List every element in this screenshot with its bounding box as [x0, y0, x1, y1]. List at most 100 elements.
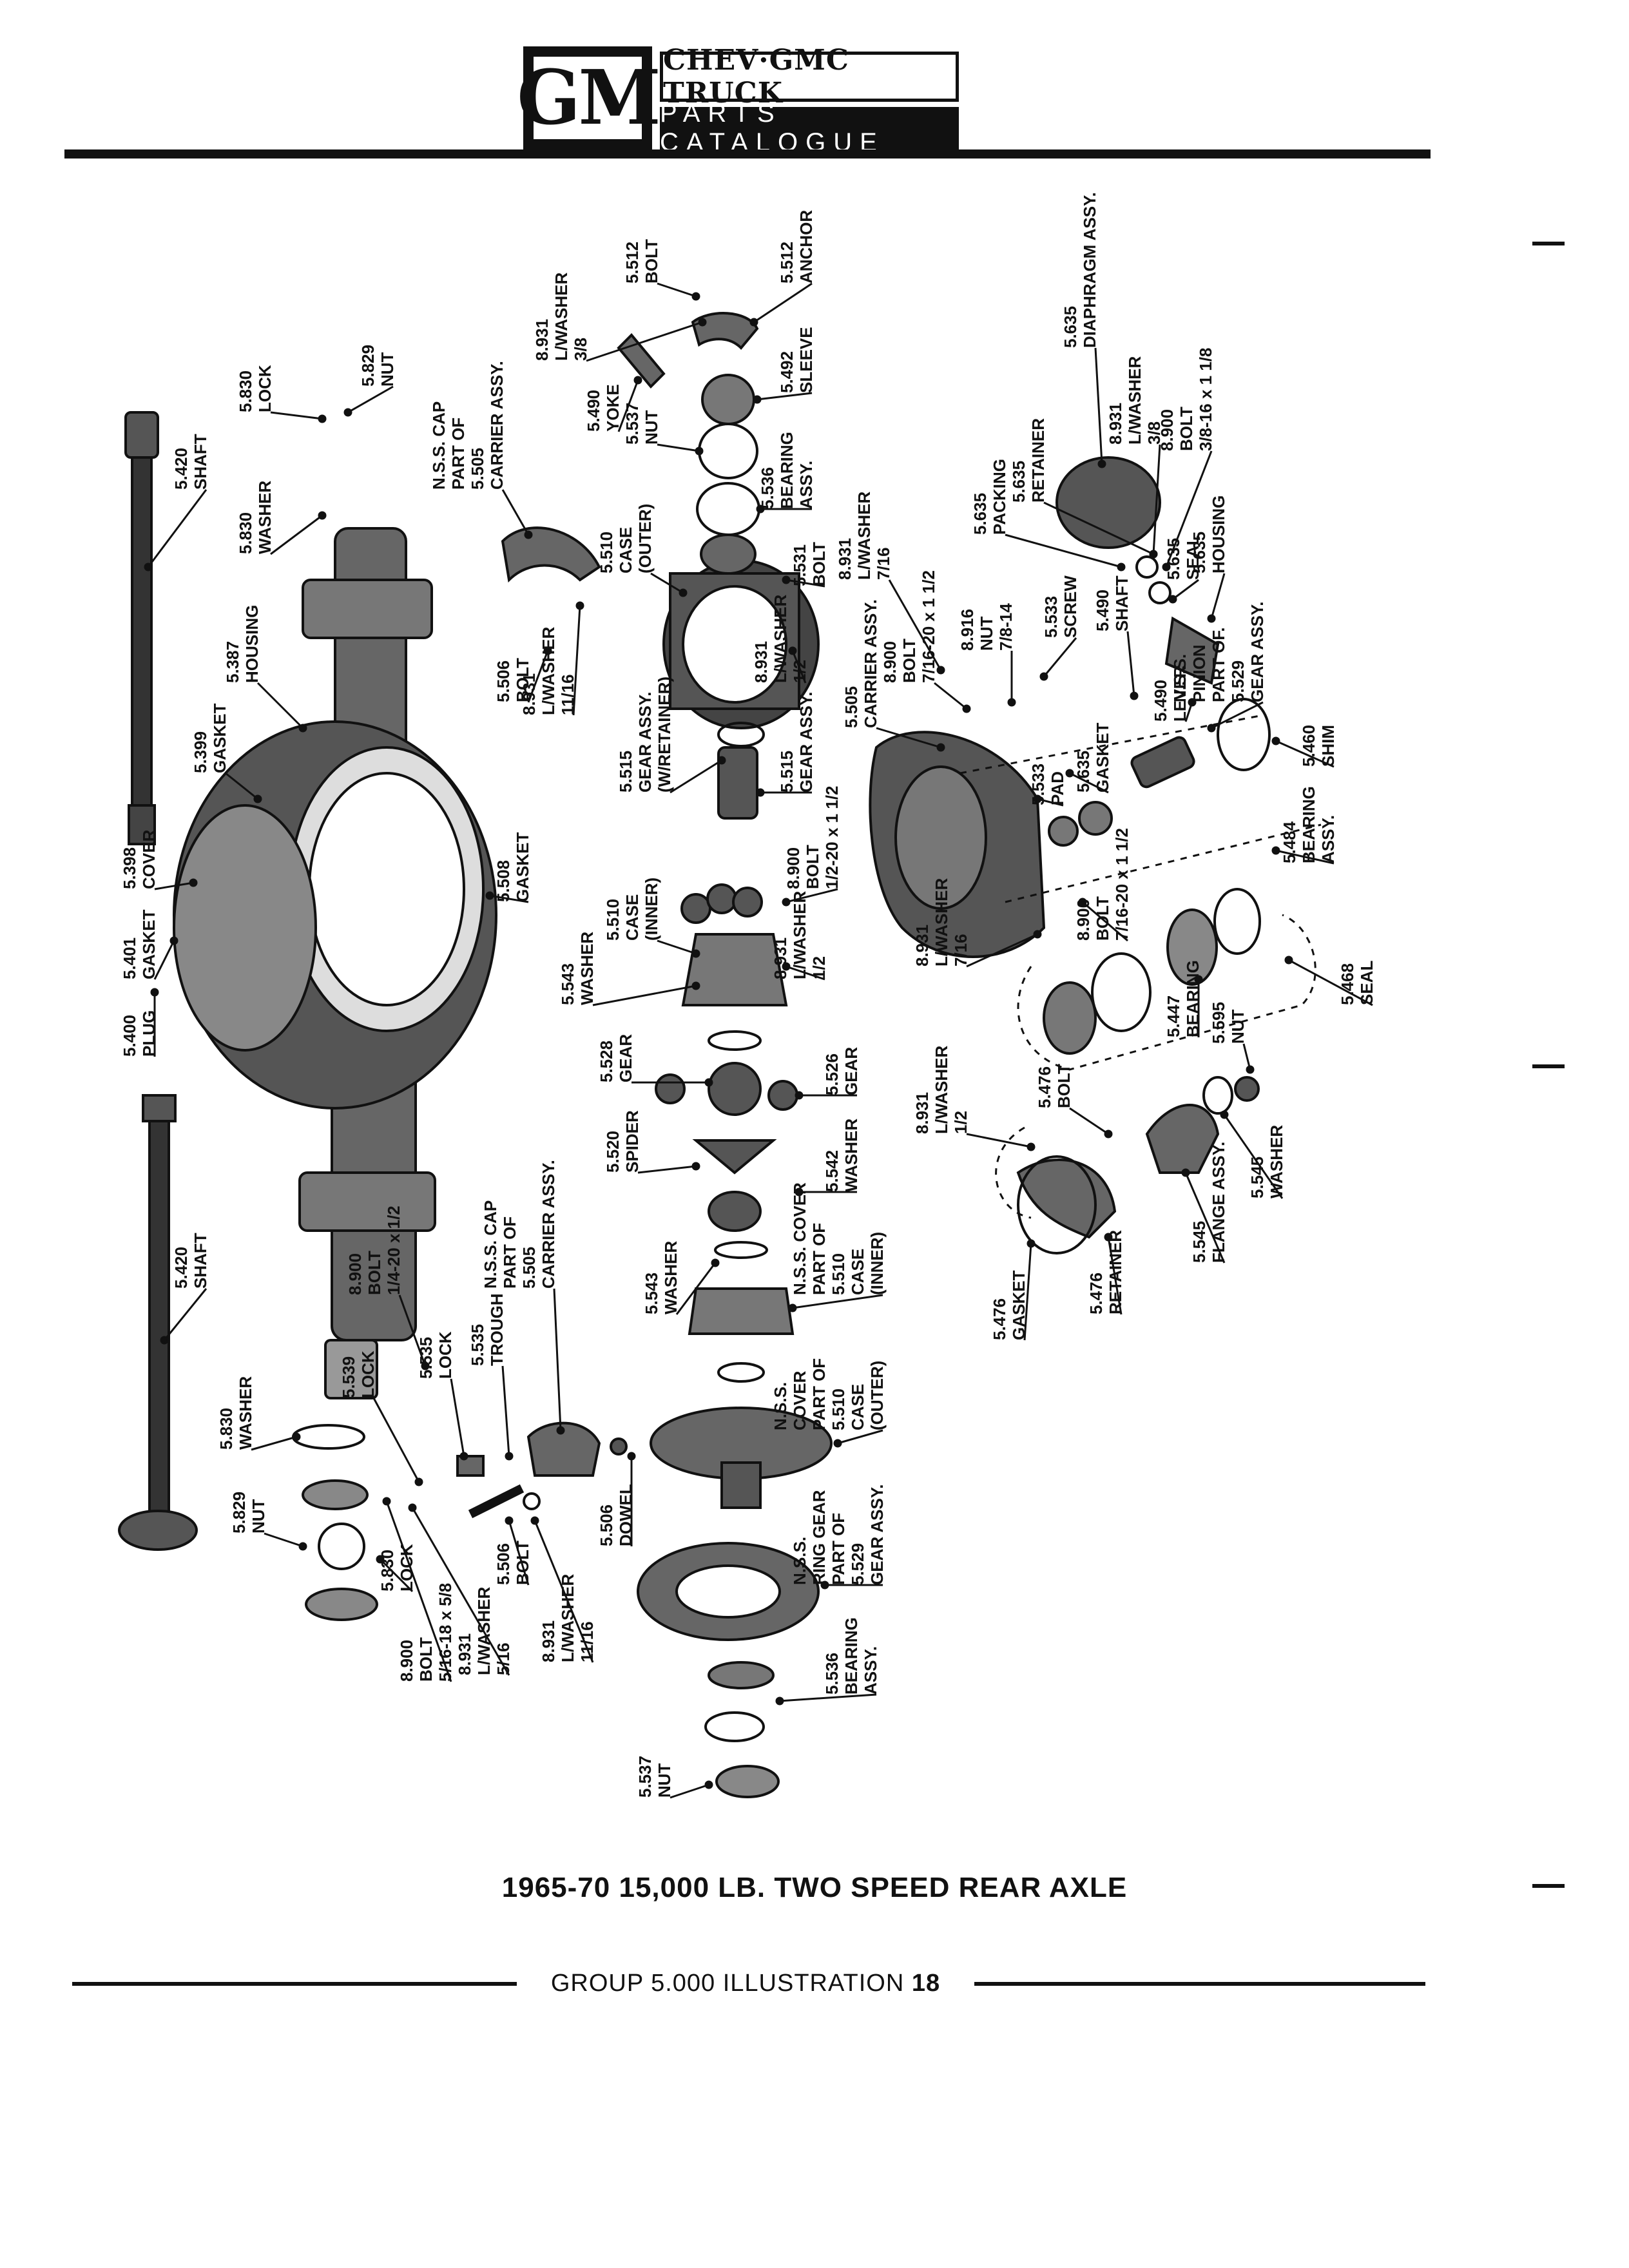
callout-label: 5.528GEAR: [597, 1034, 635, 1082]
callout-label: 8.931L/WASHER1/2: [912, 1046, 970, 1134]
callout-label-line: RETAINER: [1028, 418, 1048, 503]
leader-line: [450, 1378, 465, 1457]
header-title-top: CHEV·GMC TRUCK: [660, 44, 959, 110]
leader-line: [657, 443, 700, 452]
callout-label: 5.515GEAR ASSY.(W/RETAINER): [616, 677, 674, 793]
leader-line: [154, 881, 194, 890]
leader-arrowhead: [1194, 975, 1203, 984]
callout-label-line: 1/2-20 x 1 1/2: [822, 786, 842, 889]
leader-line: [1288, 959, 1373, 1006]
leader-line: [264, 1532, 304, 1548]
callout-label-line: 8.900: [1157, 409, 1177, 451]
leader-line: [1023, 1243, 1032, 1341]
callout-label: 5.476RETAINER: [1086, 1230, 1125, 1314]
leader-line: [1275, 849, 1335, 865]
callout-label-line: SHAFT: [191, 1233, 210, 1289]
callout-label: 8.931L/WASHER3/8: [532, 273, 590, 361]
callout-label-line: CARRIER ASSY.: [487, 361, 506, 490]
callout-label: 5.400PLUG: [120, 1010, 159, 1057]
leader-arrowhead: [749, 318, 758, 327]
callout-label-line: SHAFT: [191, 434, 210, 490]
leader-line: [1005, 533, 1122, 568]
leader-line: [270, 514, 323, 555]
callout-label-line: 5.536: [758, 467, 777, 509]
callout-label-line: 1/2: [809, 956, 829, 979]
callout-label-line: BOLT: [900, 639, 919, 683]
callout-label: 5.476BOLT: [1035, 1064, 1074, 1108]
leader-arrowhead: [833, 1439, 842, 1448]
callout-label: 5.484BEARINGASSY.: [1280, 786, 1338, 863]
callout-label-line: 5.476: [990, 1298, 1009, 1340]
leader-arrowhead: [1168, 595, 1177, 604]
edge-mark: [1532, 242, 1565, 245]
callout-label-line: RING GEAR: [809, 1490, 829, 1585]
callout-label-line: NUT: [378, 352, 397, 387]
leader-arrowhead: [1104, 1233, 1113, 1242]
callout-label: 8.931L/WASHER11/16: [539, 1574, 597, 1662]
leader-line: [163, 1288, 207, 1341]
callout-label-line: 5.533: [1041, 596, 1061, 638]
callout-label-line: 7/16-20 x 1 1/2: [1112, 828, 1132, 941]
leader-line: [675, 1262, 717, 1315]
leader-line: [1223, 1114, 1284, 1199]
shift-housing: [1164, 616, 1220, 685]
edge-mark: [1532, 1884, 1565, 1888]
callout-label-line: 11/16: [558, 674, 577, 715]
callout-label: 5.535TROUGH: [468, 1293, 506, 1366]
leader-arrowhead: [1181, 1168, 1190, 1177]
footer-rule-right: [974, 1982, 1425, 1986]
leader-arrowhead: [1207, 614, 1216, 623]
callout-label-line: 5.490: [584, 390, 603, 432]
callout-label-line: 8.931: [532, 319, 552, 361]
callout-label-line: (OUTER): [867, 1361, 887, 1430]
callout-label: 5.398COVER: [120, 829, 159, 889]
callout-label-line: GASKET: [139, 910, 159, 979]
callout-label-line: N.S.S. COVER: [790, 1182, 809, 1295]
callout-label-line: RETAINER: [1106, 1230, 1125, 1314]
callout-label-line: SEAL: [1183, 535, 1202, 580]
callout-label-line: BEARING: [842, 1617, 861, 1695]
leader-arrowhead: [530, 1516, 539, 1525]
callout-label: 8.931L/WASHER11/16: [519, 627, 577, 715]
leader-arrowhead: [753, 395, 762, 404]
leader-arrowhead: [414, 1477, 423, 1486]
shift-yoke: [617, 333, 666, 389]
callout-label-line: 8.931: [912, 925, 932, 966]
callout-label-line: LOCK: [436, 1331, 455, 1379]
leader-line: [888, 579, 942, 671]
leader-arrowhead: [376, 1555, 385, 1564]
callout-label-line: 8.931: [519, 673, 539, 715]
callout-label: 5.635PACKING: [970, 459, 1009, 535]
callout-label-line: 8.931: [455, 1633, 474, 1675]
callout-label-line: 5.537: [635, 1756, 655, 1798]
callout-label-line: WASHER: [577, 932, 597, 1005]
leader-arrowhead: [691, 292, 700, 301]
leader-line: [1165, 450, 1213, 568]
leader-arrowhead: [189, 878, 198, 887]
callout-label: 5.490SHAFT: [1093, 575, 1132, 631]
callout-label: 5.387HOUSING: [223, 605, 262, 683]
callout-label-line: 5.537: [622, 403, 642, 445]
edge-mark: [1532, 1064, 1565, 1068]
leader-line: [1152, 444, 1161, 555]
leader-line: [786, 888, 838, 903]
callout-label-line: GASKET: [210, 704, 229, 773]
leader-arrowhead: [1097, 459, 1106, 468]
callout-label-line: 5.539: [339, 1356, 358, 1398]
leader-arrowhead: [1117, 562, 1126, 572]
callout-label: 5.595NUT: [1209, 1002, 1248, 1044]
callout-label-line: CASE: [616, 527, 635, 573]
callout-label-line: PART OF: [809, 1223, 829, 1295]
leader-line: [534, 1520, 594, 1663]
leader-arrowhead: [160, 1336, 169, 1345]
leader-arrowhead: [1033, 930, 1042, 939]
callout-label-line: 5.484: [1280, 821, 1299, 863]
callout-label-line: L/WASHER: [558, 1574, 577, 1662]
callout-label: 5.508GASKET: [494, 832, 532, 902]
callout-label-line: 5/16: [494, 1642, 513, 1675]
callout-label-line: 5.460: [1299, 725, 1318, 767]
callout-label-line: GEAR ASSY.: [796, 691, 816, 793]
callout-label-line: 5.635: [970, 493, 990, 535]
leader-line: [385, 1501, 452, 1682]
callout-label-line: 5.515: [777, 751, 796, 793]
